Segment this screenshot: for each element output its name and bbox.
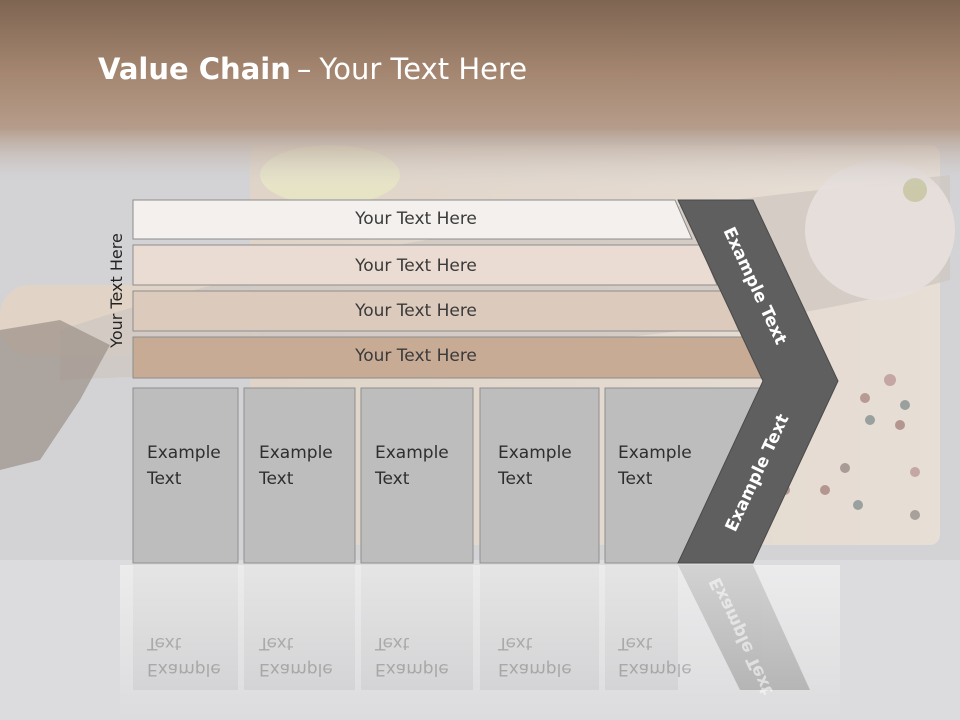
- page-title: Value Chain–Your Text Here: [98, 52, 527, 86]
- row-shape-1[interactable]: [132, 199, 693, 240]
- title-separator: –: [296, 52, 312, 86]
- title-rest: Your Text Here: [319, 52, 528, 86]
- title-bold: Value Chain: [98, 52, 291, 86]
- example-box-4[interactable]: [479, 387, 600, 564]
- chevron-arrow[interactable]: [677, 199, 839, 564]
- example-box-2[interactable]: [243, 387, 356, 564]
- row-label-1: Your Text Here: [355, 209, 477, 229]
- example-box-3[interactable]: [360, 387, 474, 564]
- row-shape-2[interactable]: [132, 244, 718, 286]
- example-box-1[interactable]: [132, 387, 239, 564]
- row-label-3: Your Text Here: [355, 301, 477, 321]
- side-label-text: Your Text Here: [106, 232, 126, 348]
- row-label-2: Your Text Here: [355, 256, 477, 276]
- side-label: Your Text Here: [96, 233, 136, 348]
- row-label-4: Your Text Here: [355, 346, 477, 366]
